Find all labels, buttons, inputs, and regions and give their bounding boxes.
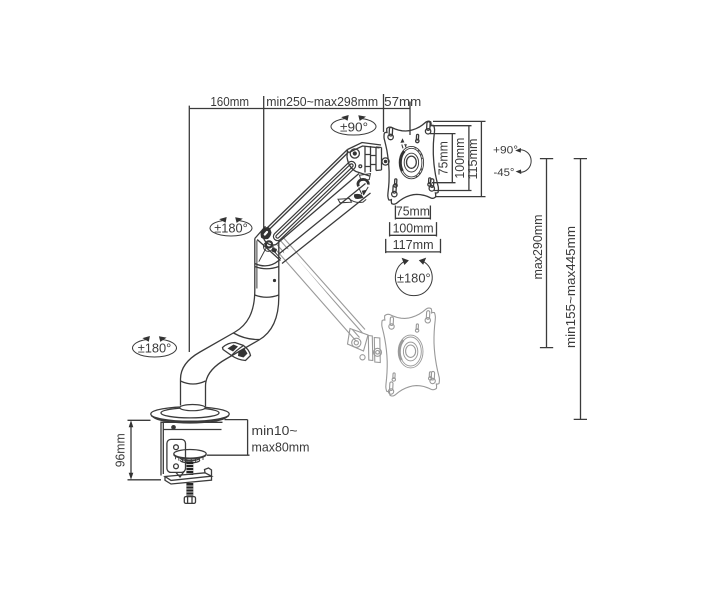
svg-text:±90°: ±90° <box>340 119 368 134</box>
svg-text:117mm: 117mm <box>393 237 434 252</box>
svg-text:75mm: 75mm <box>396 204 430 219</box>
svg-text:100mm: 100mm <box>452 138 467 179</box>
svg-text:±180°: ±180° <box>214 221 248 236</box>
svg-text:-45°: -45° <box>494 167 515 179</box>
svg-text:96mm: 96mm <box>113 433 128 467</box>
svg-text:160mm: 160mm <box>210 94 249 109</box>
svg-text:±180°: ±180° <box>397 270 431 285</box>
svg-text:min155~max445mm: min155~max445mm <box>563 226 578 348</box>
svg-text:±180°: ±180° <box>138 341 172 356</box>
svg-text:max80mm: max80mm <box>252 439 310 454</box>
svg-text:min10~: min10~ <box>252 423 298 438</box>
svg-text:57mm: 57mm <box>384 94 421 109</box>
svg-text:max290mm: max290mm <box>530 215 545 280</box>
svg-text:+90°: +90° <box>493 145 518 157</box>
svg-text:100mm: 100mm <box>393 220 434 235</box>
svg-text:115mm: 115mm <box>465 139 480 180</box>
svg-text:75mm: 75mm <box>436 141 451 175</box>
svg-text:min250~max298mm: min250~max298mm <box>266 94 378 109</box>
